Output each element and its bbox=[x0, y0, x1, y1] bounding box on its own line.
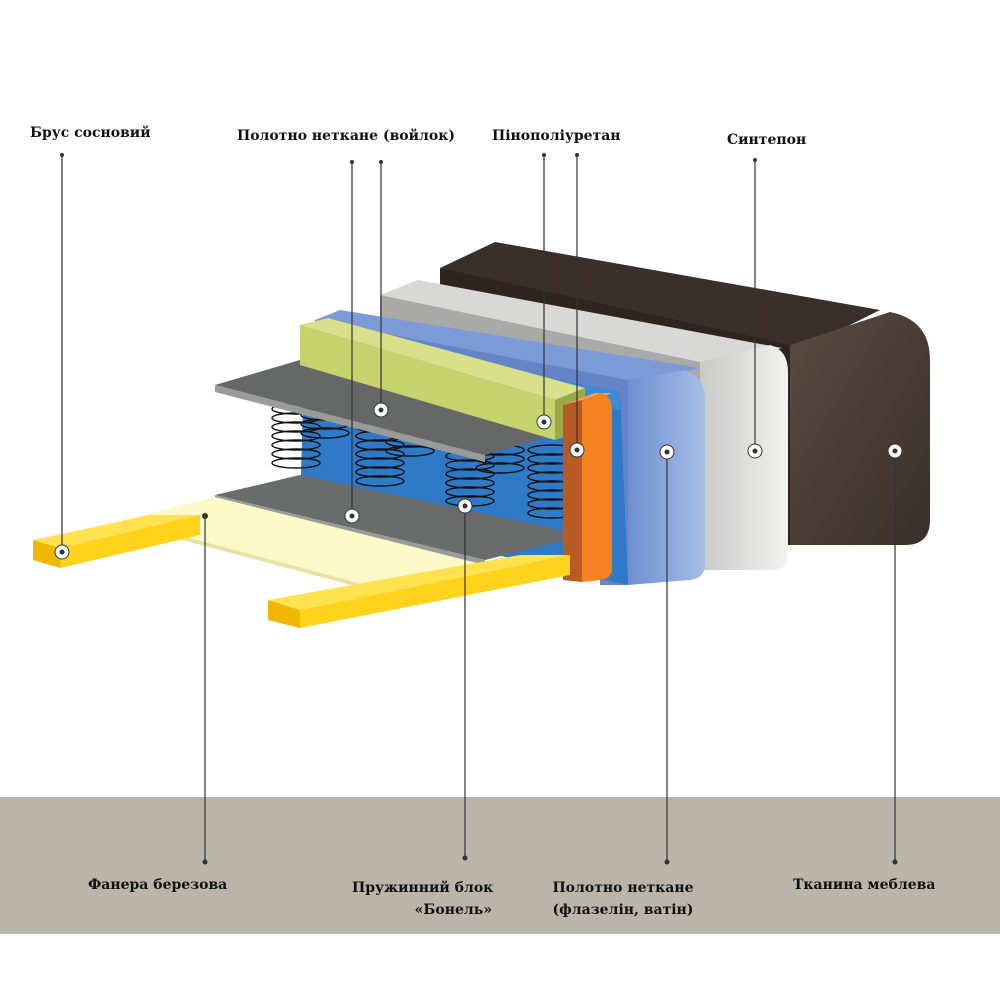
pine-beam-back bbox=[268, 555, 570, 628]
leader-lines bbox=[61, 155, 896, 862]
label-bonnel-line2: «Бонель» bbox=[414, 902, 492, 918]
marker-fanera bbox=[202, 513, 208, 519]
floor-band bbox=[0, 797, 1000, 934]
label-flizelin-line2: (флазелін, ватін) bbox=[552, 902, 694, 918]
label-fanera-berezova: Фанера березова bbox=[88, 877, 228, 893]
label-brus-sosnovyi: Брус сосновий bbox=[30, 125, 151, 141]
label-tkanyna-meblieva: Тканина меблева bbox=[793, 877, 936, 893]
pine-beam-front bbox=[33, 515, 200, 568]
orange-foam-strip bbox=[563, 393, 612, 582]
marker-brus bbox=[54, 544, 70, 560]
marker-pinopoliuretan-green bbox=[536, 414, 552, 430]
marker-sintepon bbox=[747, 443, 763, 459]
marker-tkanyna bbox=[887, 443, 903, 459]
marker-vojlok-top bbox=[373, 402, 389, 418]
label-pinopoliuretan: Пінополіуретан bbox=[492, 128, 621, 144]
label-sintepon: Синтепон bbox=[727, 132, 807, 148]
label-polotno-flizelin: Полотно нетканe (флазелін, ватін) bbox=[548, 877, 698, 921]
callout-markers bbox=[54, 153, 903, 865]
label-flizelin-line1: Полотно нетканe bbox=[552, 880, 694, 896]
marker-vojlok-bottom bbox=[344, 508, 360, 524]
top-felt-plate bbox=[215, 360, 590, 462]
label-pruzhynnyi-blok: Пружинний блок «Бонель» bbox=[352, 877, 494, 921]
marker-flizelin bbox=[659, 444, 675, 460]
label-polotno-vojlok: Полотно нетканe (войлок) bbox=[237, 128, 455, 144]
birch-plywood bbox=[122, 497, 485, 594]
label-bonnel-line1: Пружинний блок bbox=[352, 880, 494, 896]
marker-bonnel bbox=[457, 498, 473, 514]
marker-pinopoliuretan-orange bbox=[569, 442, 585, 458]
